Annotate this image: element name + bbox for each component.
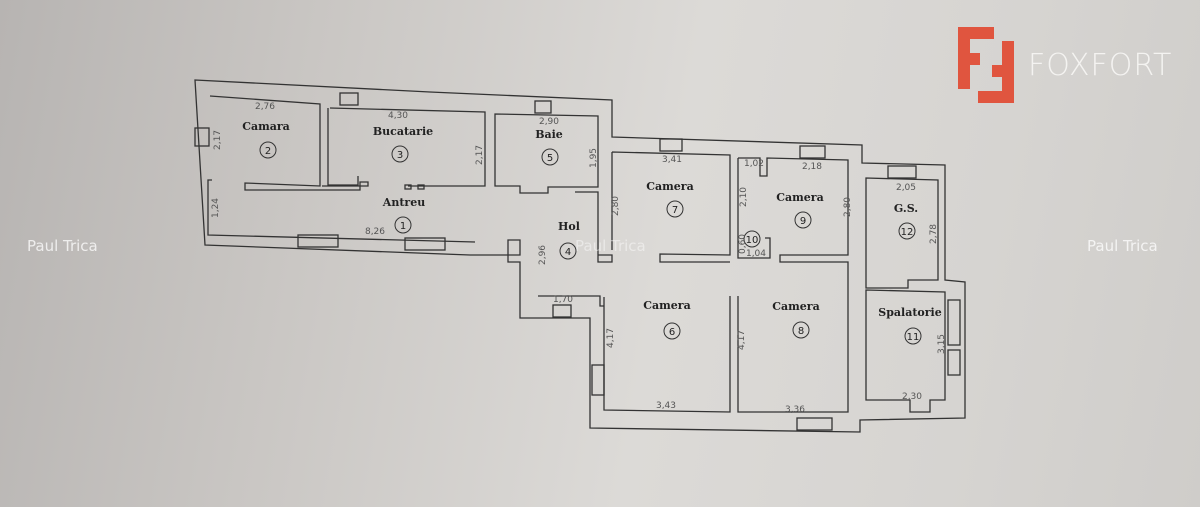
hall-walls	[575, 191, 613, 263]
foxfort-logo-icon	[958, 27, 1014, 103]
camera7	[611, 151, 731, 263]
room-label-spalatorie: Spalatorie	[878, 306, 941, 319]
watermark: Paul Trica	[27, 237, 98, 255]
kitchen-room	[327, 108, 359, 186]
svg-text:2,90: 2,90	[539, 117, 559, 127]
watermark: Paul Trica	[575, 237, 646, 255]
svg-text:2: 2	[265, 146, 271, 157]
svg-text:3: 3	[397, 150, 403, 161]
window	[339, 92, 359, 106]
entry-inner	[207, 179, 476, 243]
room-label-gs: G.S.	[894, 202, 918, 215]
window	[552, 304, 572, 318]
svg-text:2,80: 2,80	[843, 197, 853, 217]
wc10	[737, 158, 771, 259]
svg-text:2,76: 2,76	[255, 102, 275, 112]
room-label-camera-6: Camera	[643, 299, 690, 312]
window	[799, 145, 826, 159]
svg-text:4,30: 4,30	[388, 111, 408, 121]
door-marks	[404, 184, 412, 190]
inner-wall	[209, 95, 599, 194]
camera6	[538, 295, 731, 413]
svg-text:3,15: 3,15	[937, 334, 947, 354]
svg-text:1,04: 1,04	[746, 249, 766, 259]
svg-text:4,17: 4,17	[737, 330, 747, 350]
window	[659, 138, 683, 152]
window	[887, 165, 917, 179]
svg-text:1,70: 1,70	[553, 295, 573, 305]
svg-text:8,26: 8,26	[365, 227, 385, 237]
room-label-camera-7: Camera	[646, 180, 693, 193]
window	[297, 234, 339, 248]
brand-name: FOXFORT	[1028, 47, 1173, 83]
svg-text:7: 7	[672, 205, 678, 216]
gs12	[865, 177, 939, 289]
room-label-baie: Baie	[535, 128, 563, 141]
svg-text:9: 9	[800, 216, 806, 227]
room-label-hol: Hol	[558, 220, 580, 233]
svg-text:4,17: 4,17	[606, 328, 616, 348]
room-label-antreu: Antreu	[382, 196, 425, 209]
svg-text:5: 5	[547, 153, 553, 164]
camera9	[737, 157, 849, 413]
svg-text:3,41: 3,41	[662, 155, 682, 165]
svg-text:2,96: 2,96	[538, 245, 548, 265]
room-label-camera-8: Camera	[772, 300, 819, 313]
window	[947, 349, 961, 376]
brand-logo: FOXFORT	[958, 27, 1172, 103]
svg-text:2,78: 2,78	[929, 224, 939, 244]
window	[591, 364, 605, 396]
svg-text:2,05: 2,05	[896, 183, 916, 193]
svg-text:2,80: 2,80	[611, 196, 621, 216]
window	[404, 237, 446, 251]
svg-text:0,60: 0,60	[738, 234, 748, 254]
room-label-camera-9: Camera	[776, 191, 823, 204]
svg-text:2,17: 2,17	[475, 145, 485, 165]
svg-text:6: 6	[669, 327, 675, 338]
svg-text:2,10: 2,10	[739, 187, 749, 207]
svg-text:1,24: 1,24	[211, 198, 221, 218]
svg-text:3,43: 3,43	[656, 401, 676, 411]
svg-text:2,30: 2,30	[902, 392, 922, 402]
window	[796, 417, 833, 431]
svg-text:2,17: 2,17	[213, 130, 223, 150]
svg-text:1: 1	[400, 221, 406, 232]
room-label-camara: Camara	[242, 120, 290, 133]
svg-text:4: 4	[565, 247, 571, 258]
svg-text:12: 12	[901, 227, 914, 238]
spal11	[865, 289, 946, 413]
svg-text:8: 8	[798, 326, 804, 337]
watermark: Paul Trica	[1087, 237, 1158, 255]
svg-text:1,02: 1,02	[744, 159, 764, 169]
room-label-bucatarie: Bucatarie	[373, 125, 433, 138]
svg-text:3,36: 3,36	[785, 405, 805, 415]
window	[947, 299, 961, 346]
svg-text:11: 11	[907, 332, 920, 343]
window	[534, 100, 552, 114]
door-marks	[417, 184, 425, 190]
window	[194, 127, 210, 147]
svg-text:10: 10	[746, 235, 759, 246]
outer-wall	[194, 79, 966, 433]
svg-text:1,95: 1,95	[589, 148, 599, 168]
svg-text:2,18: 2,18	[802, 162, 822, 172]
